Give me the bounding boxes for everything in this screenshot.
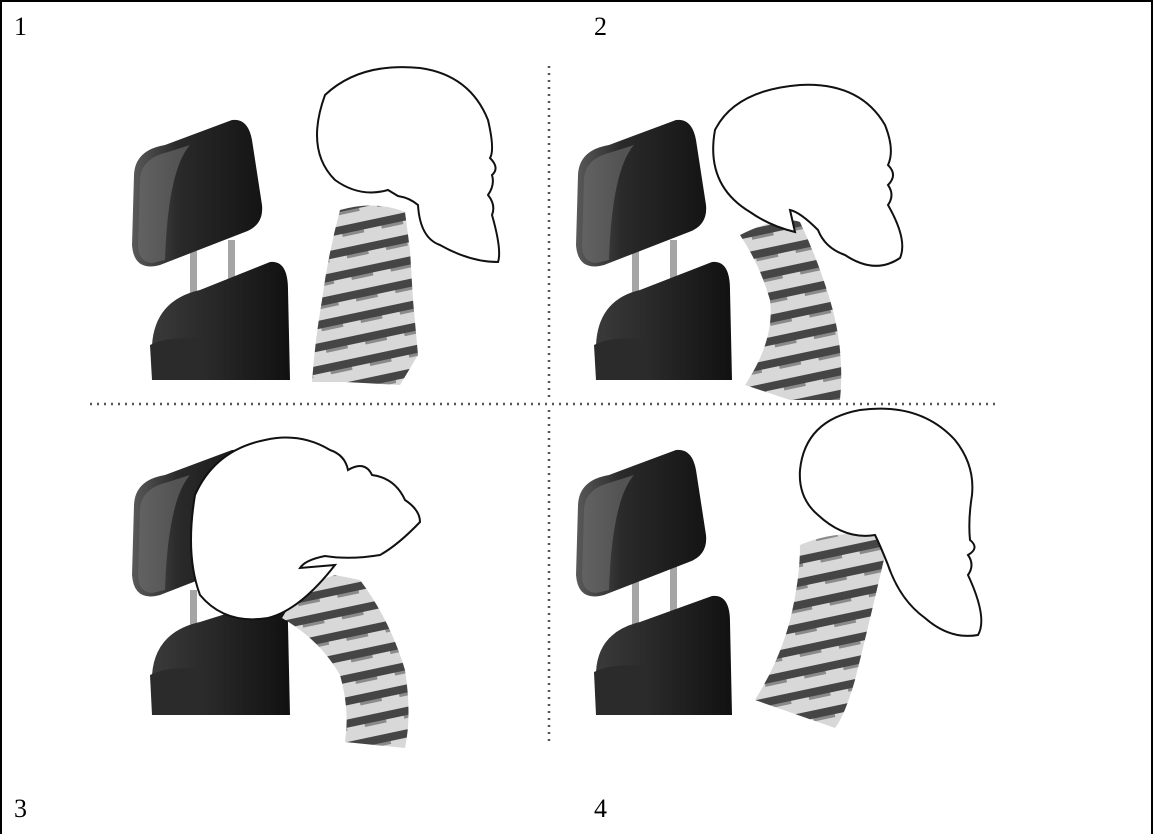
panel-1-spine bbox=[312, 205, 418, 385]
panel-4-seat bbox=[576, 450, 732, 715]
panel-2-skull bbox=[713, 85, 902, 266]
panel-2-spine bbox=[740, 220, 841, 400]
panel-3-skull bbox=[191, 438, 420, 620]
panel-4-spine bbox=[755, 534, 885, 728]
panel-2-seat bbox=[576, 120, 732, 380]
panel-1-seat bbox=[132, 120, 290, 380]
